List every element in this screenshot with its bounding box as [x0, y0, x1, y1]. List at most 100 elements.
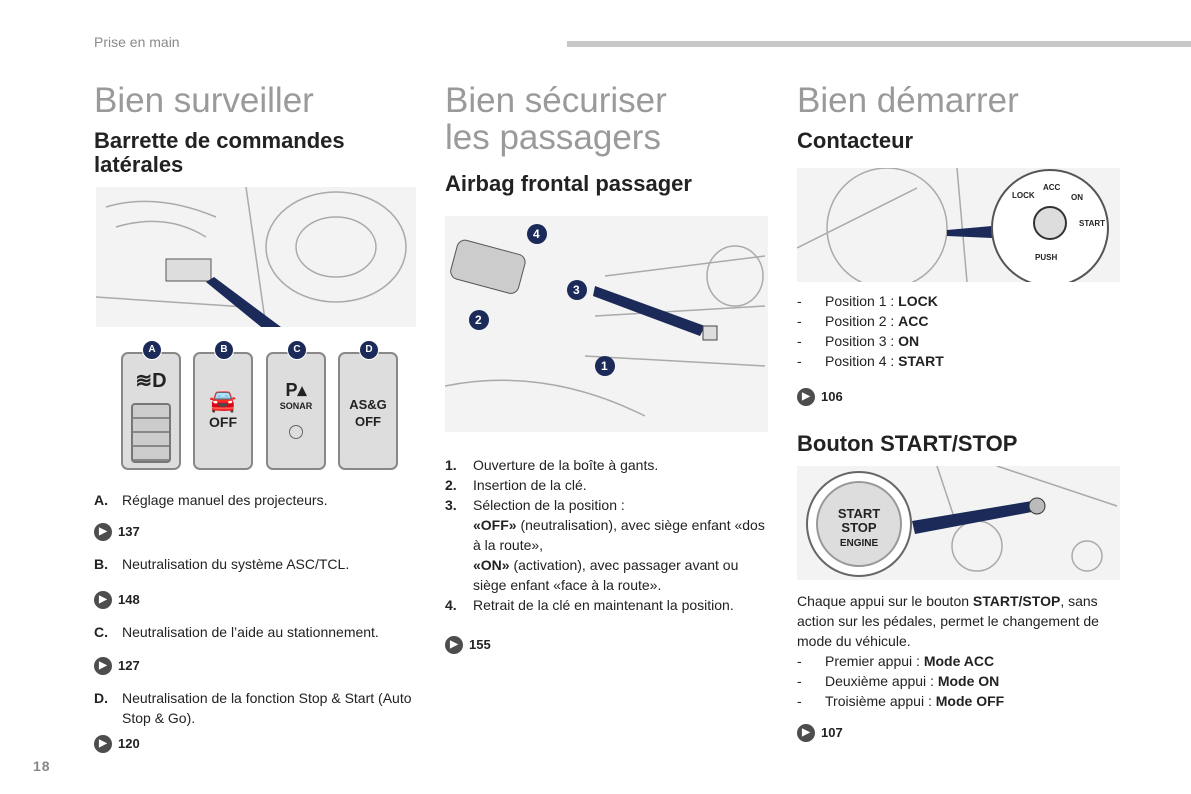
start-stop-illustration: START STOP ENGINE — [806, 466, 1118, 577]
badge-c: C — [287, 340, 307, 360]
page-link-icon: ▶ — [797, 388, 815, 406]
stop-start-switch: D AS&G OFF — [338, 340, 398, 470]
position-value: START — [898, 353, 944, 369]
para-bold: START/STOP — [972, 593, 1061, 609]
item-key: D. — [94, 690, 108, 706]
dashboard-figure — [96, 187, 416, 327]
page-ref[interactable]: ▶148 — [94, 590, 414, 610]
press-item: -Premier appui : Mode ACC — [797, 651, 1122, 671]
subtitle-barrette: Barrette de commandes latérales — [94, 128, 345, 177]
description-paragraph: Chaque appui sur le bouton START/STOP, s… — [797, 591, 1122, 651]
item-text: Neutralisation de l’aide au stationnemen… — [122, 624, 379, 640]
on-text: (activation), avec passager avant ou siè… — [473, 557, 739, 593]
on-label: ON — [1071, 193, 1083, 202]
lock-label: LOCK — [1012, 191, 1035, 200]
position-item: -Position 3 : ON — [797, 331, 1117, 351]
position-value: ACC — [898, 313, 929, 329]
dash: - — [797, 313, 802, 329]
push-label: PUSH — [1035, 253, 1057, 262]
title-line1: Bien sécuriser — [445, 81, 667, 120]
off-text: (neutralisation), avec siège enfant «dos… — [473, 517, 765, 553]
ref-number: 107 — [821, 725, 843, 740]
airbag-steps: 1.Ouverture de la boîte à gants. 2.Inser… — [445, 455, 765, 655]
leveling-wheel — [131, 403, 171, 463]
dash: - — [797, 673, 802, 689]
position-value: ON — [898, 333, 920, 349]
press-text: Troisième appui : — [825, 693, 936, 709]
item-key: A. — [94, 492, 108, 508]
press-text: Premier appui : — [825, 653, 924, 669]
engine-text: ENGINE — [840, 538, 879, 549]
headlamp-icon: ≋D — [135, 370, 167, 392]
position-item: - Position 2 : ACC — [797, 311, 1117, 331]
page-link-icon: ▶ — [445, 636, 463, 654]
para-text: , sans action sur les pédales, permet le… — [797, 593, 1099, 649]
asg-off-label: AS&G OFF — [349, 397, 387, 429]
ref-number: 137 — [118, 524, 140, 539]
page-ref[interactable]: ▶ 106 — [797, 387, 1117, 407]
step-key: 3. — [445, 497, 457, 513]
start-label: START — [1079, 219, 1105, 228]
position-value: LOCK — [898, 293, 938, 309]
step-key: 2. — [445, 477, 457, 493]
subtitle-contacteur: Contacteur — [797, 128, 914, 153]
step-text: Retrait de la clé en maintenant la posit… — [473, 597, 734, 613]
sonar-switch: C P▴ SONAR — [266, 340, 326, 470]
list-item: D. Neutralisation de la fonction Stop & S… — [94, 688, 414, 728]
start-stop-figure: START STOP ENGINE — [797, 466, 1120, 580]
subtitle-airbag: Airbag frontal passager — [445, 171, 692, 196]
dash: - — [797, 653, 802, 669]
page-ref[interactable]: ▶ 137 — [94, 522, 414, 542]
figure-label-1: 1 — [601, 359, 608, 373]
step-key: 4. — [445, 597, 457, 613]
asc-off-label: OFF — [209, 414, 237, 430]
para-text: Chaque appui sur le bouton — [797, 593, 973, 609]
list-item: A. Réglage manuel des projecteurs. — [94, 490, 414, 510]
step-item: 1.Ouverture de la boîte à gants. — [445, 455, 765, 475]
position-item: - Position 1 : LOCK — [797, 291, 1117, 311]
badge-a: A — [142, 340, 162, 360]
item-key: B. — [94, 556, 108, 572]
airbag-figure: 1 2 3 4 — [445, 216, 768, 432]
ignition-figure: LOCK ACC ON START PUSH — [797, 168, 1120, 282]
ref-number: 106 — [821, 389, 843, 404]
figure-label-3: 3 — [573, 283, 580, 297]
asc-off-switch: B 🚘 OFF — [193, 340, 253, 470]
position-text: Position 2 : — [825, 313, 899, 329]
item-text: Neutralisation de la fonction Stop & Sta… — [122, 690, 412, 726]
list-item: C.Neutralisation de l’aide au stationnem… — [94, 622, 414, 642]
headlamp-leveling-switch: A ≋D — [121, 340, 181, 470]
position-text: Position 1 : — [825, 293, 899, 309]
header-bar — [567, 41, 1191, 47]
badge-d: D — [359, 340, 379, 360]
parking-p: P — [285, 380, 298, 400]
section-header: Prise en main — [94, 34, 180, 50]
ignition-illustration: LOCK ACC ON START PUSH — [797, 168, 1109, 282]
dashboard-illustration — [96, 187, 407, 327]
step-item: 4. Retrait de la clé en maintenant la pos… — [445, 595, 765, 615]
skid-car-icon: 🚘 — [209, 388, 237, 413]
position-text: Position 4 : — [825, 353, 899, 369]
item-text: Réglage manuel des projecteurs. — [122, 492, 328, 508]
ref-number: 148 — [118, 592, 140, 607]
parking-sensor-icon: P▴ — [285, 380, 307, 400]
dash: - — [797, 333, 802, 349]
start-stop-description: Chaque appui sur le bouton START/STOP, s… — [797, 591, 1122, 743]
figure-label-2: 2 — [475, 313, 482, 327]
step-key: 1. — [445, 457, 457, 473]
dash: - — [797, 353, 802, 369]
page-ref[interactable]: ▶107 — [797, 723, 1122, 743]
indicator-light — [289, 425, 303, 439]
page-link-icon: ▶ — [94, 657, 112, 675]
page-ref[interactable]: ▶155 — [445, 635, 765, 655]
press-value: Mode ON — [937, 673, 1000, 689]
page-ref[interactable]: ▶127 — [94, 656, 414, 676]
positions-list: -Position 1 : LOCK -Position 2 : ACC -Po… — [797, 291, 1117, 407]
page-ref[interactable]: ▶120 — [94, 734, 414, 754]
figure-label-4: 4 — [533, 227, 540, 241]
press-item: -Troisième appui : Mode OFF — [797, 691, 1122, 711]
subtitle-start-stop: Bouton START/STOP — [797, 431, 1018, 456]
title-line2: les passagers — [445, 118, 661, 157]
page-link-icon: ▶ — [94, 523, 112, 541]
dash: - — [797, 293, 802, 309]
